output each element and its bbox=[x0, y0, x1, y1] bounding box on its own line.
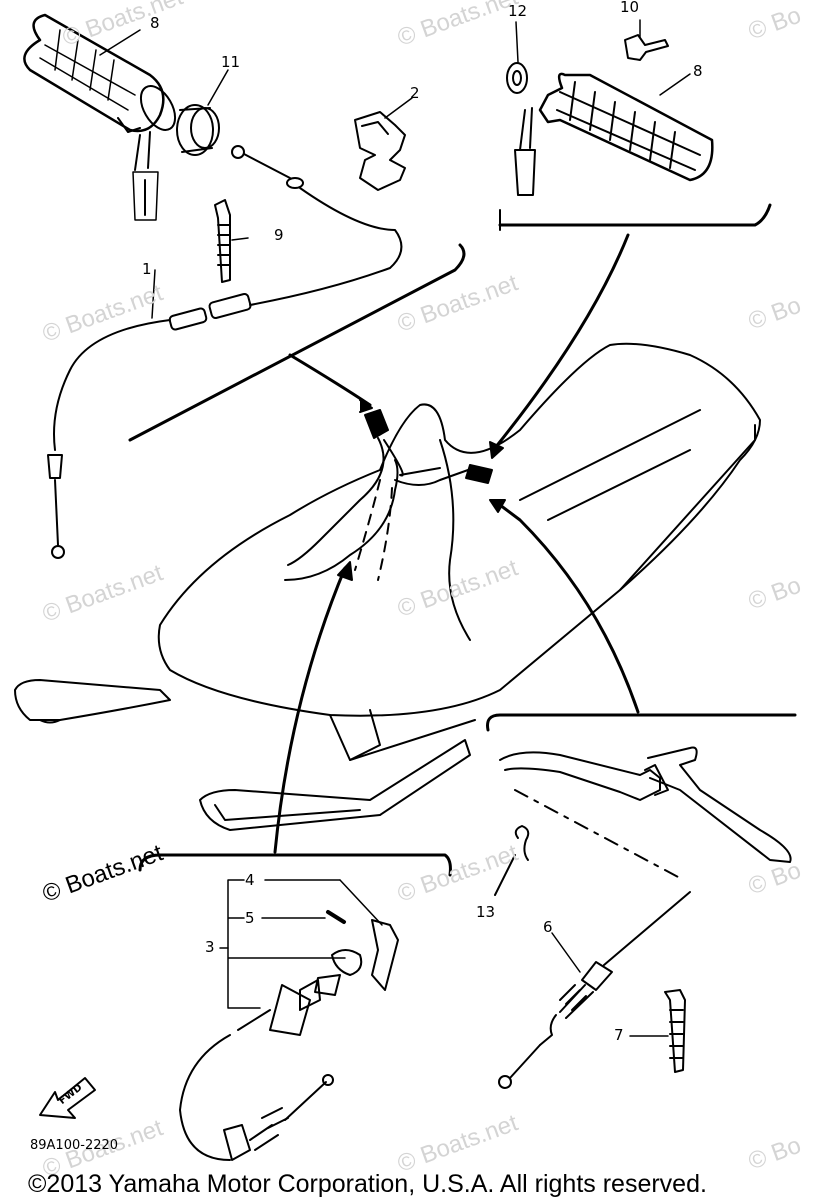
brake-cable-6 bbox=[499, 892, 690, 1088]
callout-7: 7 bbox=[614, 1026, 624, 1044]
handlebar-wiring bbox=[288, 410, 492, 580]
tie-band-9 bbox=[215, 200, 230, 282]
copyright-notice: ©2013 Yamaha Motor Corporation, U.S.A. A… bbox=[28, 1170, 707, 1198]
bracket-part-2 bbox=[355, 112, 405, 190]
lower-right-pointer bbox=[500, 505, 638, 712]
brake-lever-assembly bbox=[500, 748, 791, 879]
callout-12: 12 bbox=[508, 2, 528, 20]
right-assembly-pointer bbox=[495, 235, 628, 448]
callout-10: 10 bbox=[620, 0, 640, 16]
right-grip bbox=[500, 35, 770, 230]
callout-4: 4 bbox=[245, 871, 255, 889]
ring-part-11 bbox=[177, 105, 219, 155]
callout-8-left: 8 bbox=[150, 14, 160, 32]
left-assembly-bracket-line bbox=[130, 245, 464, 440]
clip-13 bbox=[495, 826, 528, 895]
callout-11: 11 bbox=[221, 53, 241, 71]
callout-9: 9 bbox=[274, 226, 284, 244]
choke-assembly bbox=[180, 880, 398, 1160]
throttle-cable-1 bbox=[48, 146, 401, 558]
callout-13: 13 bbox=[476, 903, 496, 921]
callout-leaders bbox=[100, 20, 690, 1036]
snowmobile-body bbox=[15, 344, 760, 830]
callout-1: 1 bbox=[142, 260, 152, 278]
fwd-arrow bbox=[40, 1078, 95, 1118]
tie-band-7 bbox=[665, 990, 685, 1072]
left-grip bbox=[24, 15, 182, 220]
lower-left-pointer bbox=[275, 568, 345, 852]
callout-3: 3 bbox=[205, 938, 215, 956]
callout-6: 6 bbox=[543, 918, 553, 936]
callout-5: 5 bbox=[245, 909, 255, 927]
diagram-code: 89A100-2220 bbox=[30, 1138, 119, 1153]
callout-8-right: 8 bbox=[693, 62, 703, 80]
callout-2: 2 bbox=[410, 84, 420, 102]
